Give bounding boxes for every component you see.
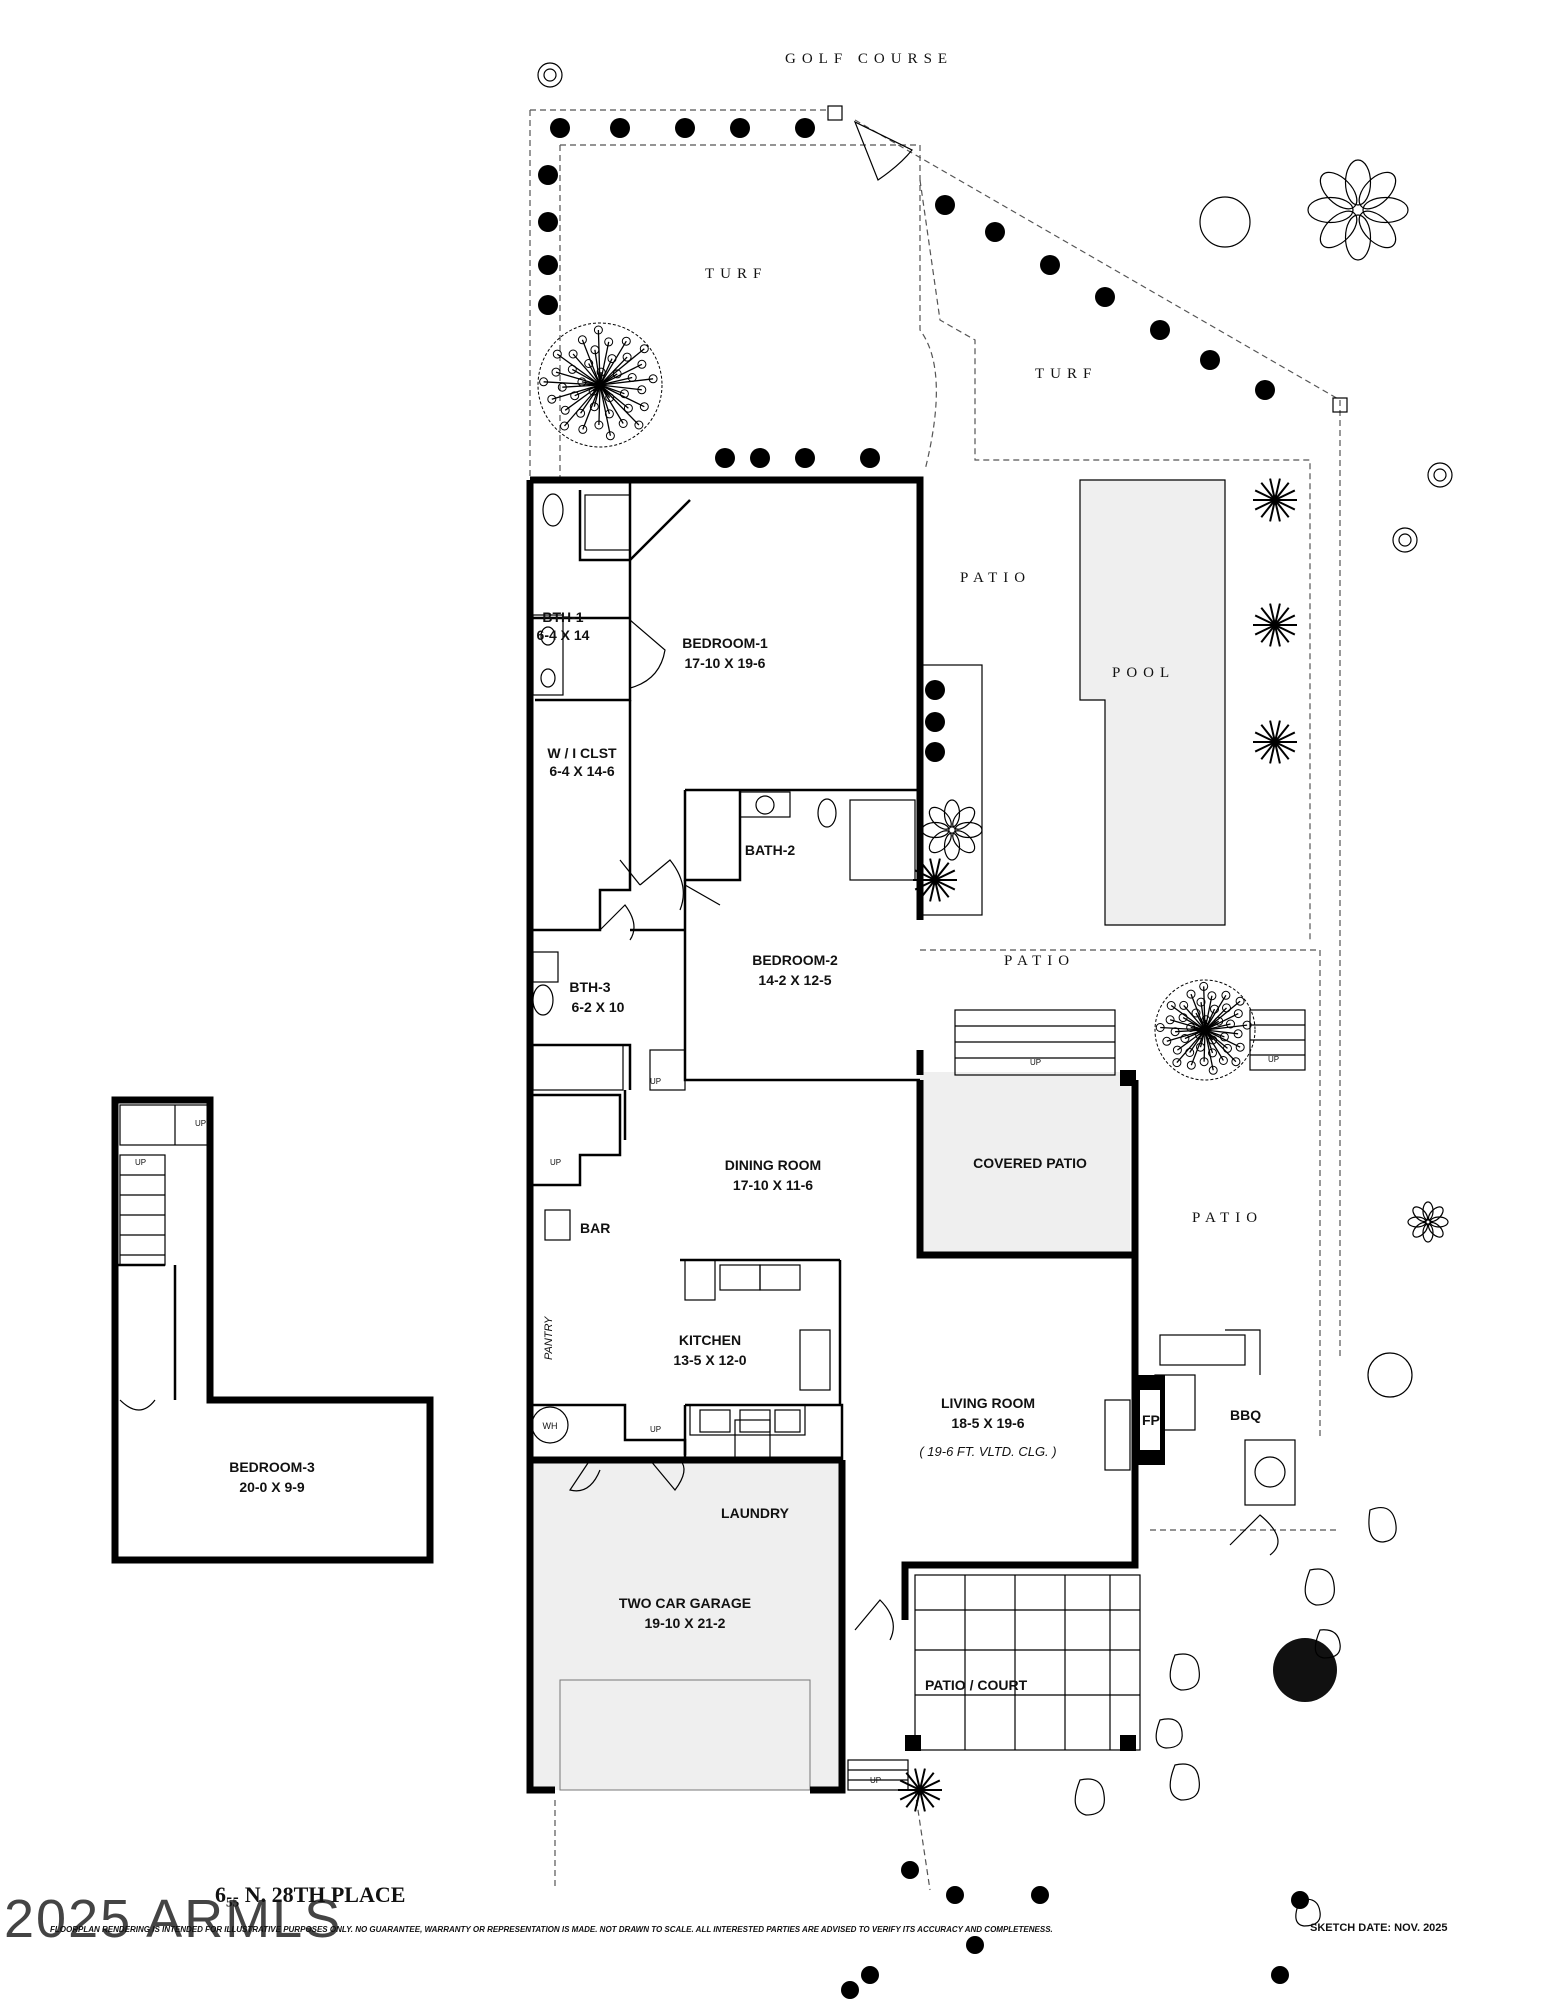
bath1-dims: 6-4 X 14 [537, 627, 590, 643]
bbq-name: BBQ [1230, 1407, 1261, 1423]
shrub-icon [860, 448, 880, 468]
shrub-icon [1255, 380, 1275, 400]
shrub-icon [538, 255, 558, 275]
wh-name: WH [543, 1421, 558, 1431]
spiky-plant-icon [1253, 478, 1297, 522]
stair-up-label: UP [135, 1158, 146, 1167]
patio-court-label: PATIO / COURT [925, 1677, 1028, 1693]
shrub-icon [935, 195, 955, 215]
stair-up-label: UP [1030, 1058, 1041, 1067]
garage-dims: 19-10 X 21-2 [645, 1615, 726, 1631]
flower-plant-icon [1407, 1201, 1449, 1243]
disclaimer: FLOORPLAN RENDERING IS INTENDED FOR ILLU… [50, 1925, 1053, 1934]
bedroom2-name: BEDROOM-2 [752, 952, 838, 968]
bath1-name: BTH-1 [542, 609, 583, 625]
kitchen-name: KITCHEN [679, 1332, 741, 1348]
shrub-icon [1200, 350, 1220, 370]
covered-patio-name: COVERED PATIO [973, 1155, 1087, 1171]
closet-dims: 6-4 X 14-6 [549, 763, 615, 779]
shrub-icon [1031, 1886, 1049, 1904]
shrub-icon [901, 1861, 919, 1879]
bedroom3-unit [111, 1096, 434, 1564]
shrub-icon [1040, 255, 1060, 275]
golf-course-label: GOLF COURSE [785, 51, 953, 67]
bedroom3-name: BEDROOM-3 [229, 1459, 315, 1475]
dining-name: DINING ROOM [725, 1157, 821, 1173]
bedroom1-name: BEDROOM-1 [682, 635, 768, 651]
address-title: 6₅₅ N. 28TH PLACE [215, 1882, 406, 1907]
patio-upper-label: PATIO [960, 570, 1031, 586]
shrub-icon [795, 448, 815, 468]
room-labels: BEDROOM-1 17-10 X 19-6 BTH-1 6-4 X 14 W … [229, 609, 1261, 1631]
bath3-dims: 6-2 X 10 [572, 999, 625, 1015]
bedroom3-dims: 20-0 X 9-9 [239, 1479, 305, 1495]
turf-right-label: TURF [1035, 366, 1097, 382]
fixtures [531, 493, 1296, 1506]
spiky-plant-icon [1253, 720, 1297, 764]
spiky-plant-icon [1253, 603, 1297, 647]
shrub-icon [946, 1886, 964, 1904]
shrub-icon [841, 1981, 859, 1999]
shrub-icon [925, 680, 945, 700]
shrub-icon [550, 118, 570, 138]
shrub-icon [750, 448, 770, 468]
bar-name: BAR [580, 1220, 610, 1236]
shrub-icon [925, 742, 945, 762]
garage-area [530, 1462, 842, 1790]
covered-patio-area [920, 1072, 1130, 1252]
shrub-icon [1271, 1966, 1289, 1984]
stair-up-label: UP [550, 1158, 561, 1167]
turf-left-label: TURF [705, 266, 767, 282]
lot-lines [529, 105, 1348, 1891]
house-walls [526, 476, 1139, 1794]
living-name: LIVING ROOM [941, 1395, 1035, 1411]
stair-up-label: UP [650, 1077, 661, 1086]
shrub-icon [1150, 320, 1170, 340]
site-labels: GOLF COURSE TURF TURF POOL PATIO PATIO P… [705, 51, 1263, 1693]
stair-up-label: UP [870, 1776, 881, 1785]
pool [1079, 479, 1226, 926]
stair-up-label: UP [650, 1425, 661, 1434]
flower-plant-icon [1307, 159, 1409, 261]
living-dims: 18-5 X 19-6 [951, 1415, 1024, 1431]
pantry-name: PANTRY [543, 1316, 555, 1360]
sketch-date: SKETCH DATE: NOV. 2025 [1310, 1922, 1448, 1934]
shrub-icon [538, 295, 558, 315]
bedroom1-dims: 17-10 X 19-6 [685, 655, 766, 671]
shrub-icon [675, 118, 695, 138]
bedroom2-dims: 14-2 X 12-5 [758, 972, 831, 988]
shrub-icon [610, 118, 630, 138]
shrub-icon [715, 448, 735, 468]
shrub-icon [966, 1936, 984, 1954]
kitchen-dims: 13-5 X 12-0 [673, 1352, 746, 1368]
dining-dims: 17-10 X 11-6 [733, 1177, 813, 1193]
stair-labels: UP UP UP UP UP UP UP UP [135, 1055, 1279, 1785]
steps [649, 1009, 1306, 1791]
garage-name: TWO CAR GARAGE [619, 1595, 751, 1611]
fp-name: FP [1142, 1412, 1160, 1428]
pool-label: POOL [1112, 665, 1175, 681]
shrub-icon [861, 1966, 879, 1984]
bath2-name: BATH-2 [745, 842, 796, 858]
patio-right-label: PATIO [1192, 1210, 1263, 1226]
shrub-icon [985, 222, 1005, 242]
closet-name: W / I CLST [547, 745, 617, 761]
stair-up-label: UP [1268, 1055, 1279, 1064]
doors [569, 619, 1279, 1641]
bath3-name: BTH-3 [569, 979, 610, 995]
living-note: ( 19-6 FT. VLTD. CLG. ) [919, 1444, 1056, 1459]
shrub-icon [925, 712, 945, 732]
shrub-icon [1095, 287, 1115, 307]
stair-up-label: UP [195, 1119, 206, 1128]
watermark: 2025 ARMLS [4, 1889, 343, 1949]
flower-plant-icon [921, 799, 983, 861]
patio-middle-label: PATIO [1004, 953, 1075, 969]
shrub-icon [538, 212, 558, 232]
shrub-icon [730, 118, 750, 138]
laundry-name: LAUNDRY [721, 1505, 790, 1521]
landscaping [537, 62, 1453, 1999]
shrub-icon [538, 165, 558, 185]
shrub-icon [795, 118, 815, 138]
